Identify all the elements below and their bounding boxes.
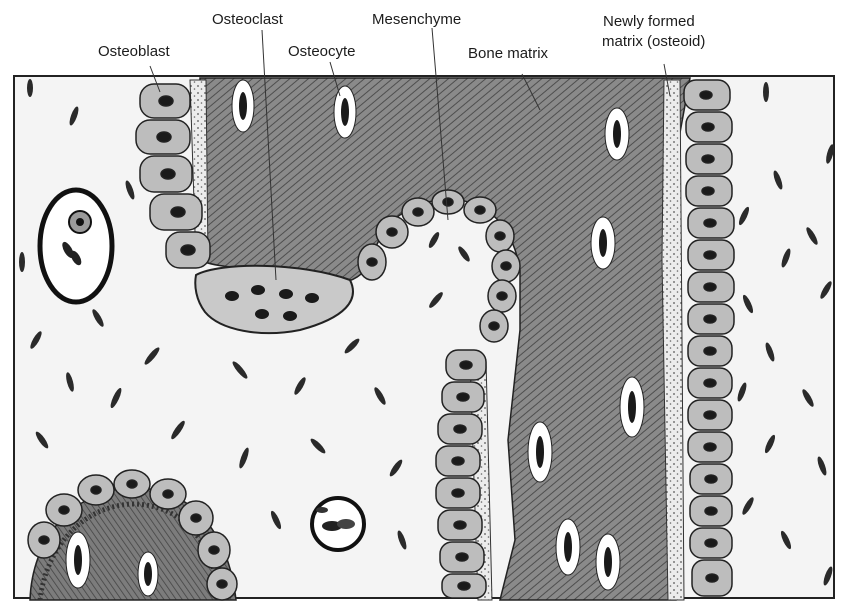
label-newly-formed-1: Newly formed xyxy=(603,13,695,30)
label-osteoblast: Osteoblast xyxy=(98,43,171,60)
label-newly-formed-2: matrix (osteoid) xyxy=(602,33,705,50)
label-bone-matrix: Bone matrix xyxy=(468,45,549,62)
capillary-center xyxy=(312,498,364,550)
label-osteocyte: Osteocyte xyxy=(288,43,356,60)
label-osteoclast: Osteoclast xyxy=(212,11,284,28)
blood-vessel-left xyxy=(40,190,112,302)
label-mesenchyme: Mesenchyme xyxy=(372,11,461,28)
